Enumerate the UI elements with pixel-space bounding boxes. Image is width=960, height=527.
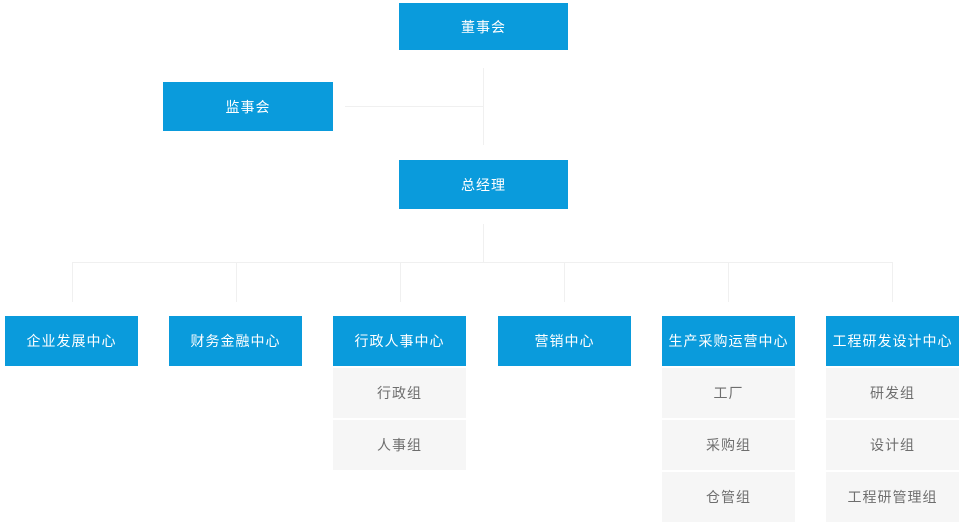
connector-board-to-gm (483, 68, 484, 145)
dept-column-marketing: 营销中心 (498, 316, 631, 366)
dept-column-admin-hr: 行政人事中心 行政组 人事组 (333, 316, 466, 470)
subgroup-cell: 行政组 (333, 368, 466, 418)
dept-header: 营销中心 (498, 316, 631, 366)
connector-drop-1 (72, 262, 73, 302)
node-supervisory-board: 监事会 (163, 82, 333, 131)
dept-column-finance: 财务金融中心 (169, 316, 302, 366)
node-board-of-directors: 董事会 (399, 3, 568, 50)
dept-column-engineering-rd-design: 工程研发设计中心 研发组 设计组 工程研管理组 (826, 316, 959, 522)
dept-column-enterprise-development: 企业发展中心 (5, 316, 138, 366)
subgroup-cell: 人事组 (333, 420, 466, 470)
node-general-manager: 总经理 (399, 160, 568, 209)
connector-drop-3 (400, 262, 401, 302)
dept-header: 行政人事中心 (333, 316, 466, 366)
dept-header: 企业发展中心 (5, 316, 138, 366)
subgroup-cell: 工程研管理组 (826, 472, 959, 522)
connector-drop-5 (728, 262, 729, 302)
connector-main-horizontal (72, 262, 893, 263)
dept-header: 财务金融中心 (169, 316, 302, 366)
subgroup-cell: 研发组 (826, 368, 959, 418)
dept-header: 工程研发设计中心 (826, 316, 959, 366)
connector-drop-6 (892, 262, 893, 302)
subgroup-cell: 仓管组 (662, 472, 795, 522)
connector-drop-2 (236, 262, 237, 302)
subgroup-cell: 采购组 (662, 420, 795, 470)
subgroup-cell: 设计组 (826, 420, 959, 470)
connector-drop-4 (564, 262, 565, 302)
subgroup-cell: 工厂 (662, 368, 795, 418)
connector-supervisory-branch (345, 106, 483, 107)
dept-header: 生产采购运营中心 (662, 316, 795, 366)
connector-gm-stub (483, 224, 484, 262)
dept-column-production-procurement: 生产采购运营中心 工厂 采购组 仓管组 (662, 316, 795, 522)
